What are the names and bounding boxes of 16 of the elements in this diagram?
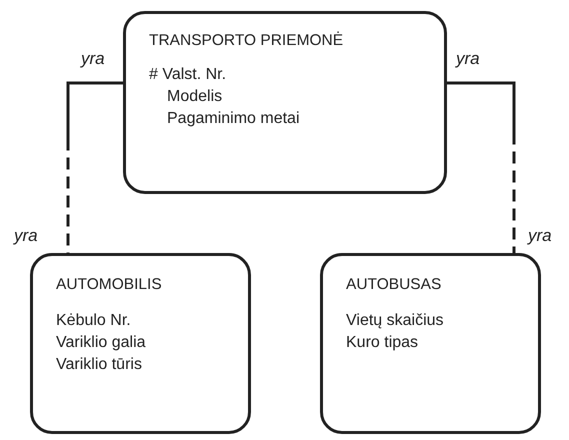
entity-box [320, 253, 541, 434]
attribute-text: Kuro tipas [346, 333, 418, 353]
relationship-line [66, 82, 123, 253]
entity-box [30, 253, 251, 434]
relationship-line [447, 82, 516, 253]
attribute-text: Vietų skaičius [346, 311, 444, 331]
attribute-text: Variklio galia [56, 333, 146, 353]
entity-box [123, 11, 447, 194]
attribute-text: Kėbulo Nr. [56, 311, 131, 331]
attribute-text: Variklio tūris [56, 355, 142, 375]
attribute-text: # Valst. Nr. [149, 65, 226, 85]
attribute-text: Modelis [167, 87, 222, 107]
entity-name: AUTOBUSAS [346, 275, 442, 295]
attribute-text: Pagaminimo metai [167, 109, 300, 129]
entity-name: TRANSPORTO PRIEMONĖ [149, 31, 344, 51]
entity-name: AUTOMOBILIS [56, 275, 162, 295]
